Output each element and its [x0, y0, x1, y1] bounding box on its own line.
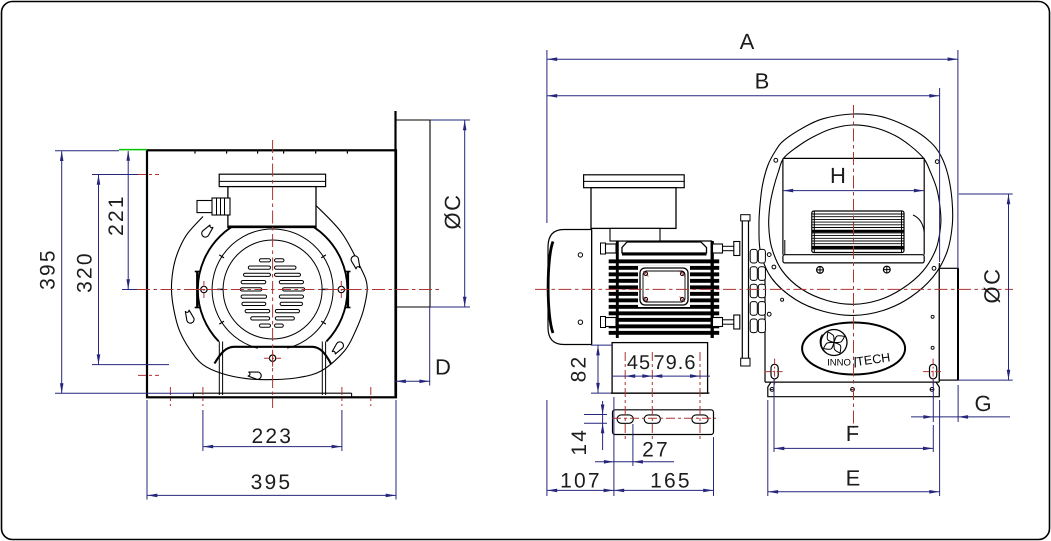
svg-text:E: E	[846, 466, 861, 491]
svg-text:221: 221	[105, 194, 128, 236]
svg-text:45: 45	[627, 352, 651, 374]
svg-text:ØC: ØC	[980, 268, 1005, 304]
svg-text:H: H	[830, 163, 846, 188]
svg-text:165: 165	[650, 470, 692, 493]
svg-text:INNO: INNO	[827, 358, 851, 369]
svg-text:223: 223	[251, 425, 293, 448]
svg-text:F: F	[846, 421, 859, 446]
svg-text:14: 14	[568, 428, 591, 456]
svg-text:395: 395	[251, 471, 293, 494]
svg-text:82: 82	[568, 355, 591, 383]
svg-text:107: 107	[560, 470, 602, 493]
svg-text:ØC: ØC	[440, 194, 465, 230]
svg-text:79.6: 79.6	[654, 352, 697, 374]
svg-text:27: 27	[642, 439, 670, 462]
svg-text:A: A	[740, 29, 755, 54]
svg-text:395: 395	[37, 248, 60, 290]
svg-text:320: 320	[74, 251, 97, 293]
svg-text:D: D	[435, 355, 451, 380]
svg-text:B: B	[755, 69, 770, 94]
svg-text:G: G	[974, 391, 991, 416]
svg-text:TECH: TECH	[855, 350, 891, 369]
